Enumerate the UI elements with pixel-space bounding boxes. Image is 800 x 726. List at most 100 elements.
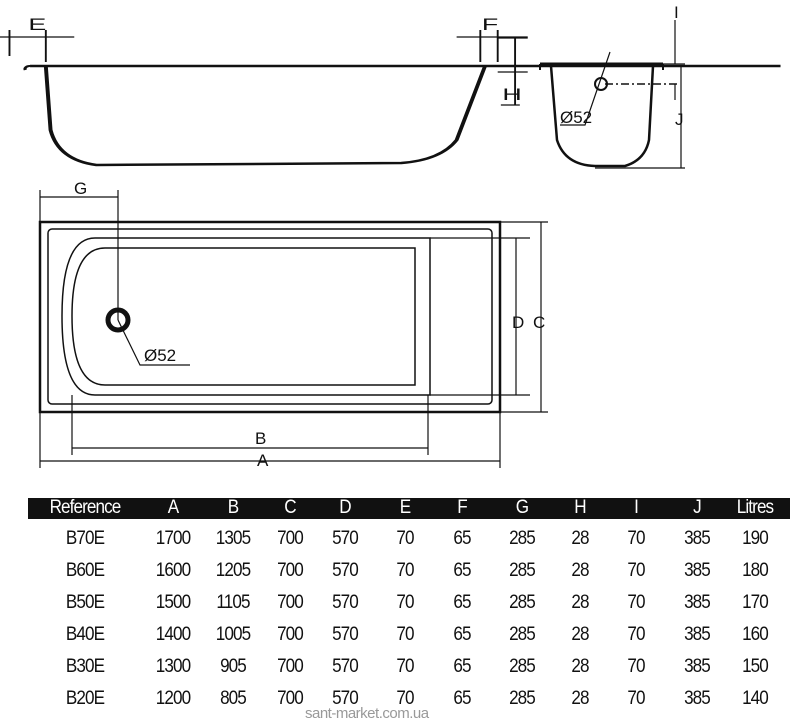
table-cell: 1400 [155,624,191,645]
watermark: sant-market.com.ua [305,705,429,722]
drain-label-side: Ø52 [560,108,592,127]
table-cell: 1105 [216,592,250,613]
column-header: A [167,497,179,518]
column-header: D [339,497,351,518]
table-cell: 570 [332,656,359,677]
table-cell: 70 [396,688,414,709]
table-cell: 70 [396,560,414,581]
table-row-reference: B40E [65,624,105,645]
column-header: Reference [49,497,122,518]
table-cell: 70 [396,624,414,645]
table-cell: 70 [627,656,645,677]
table-cell: 65 [453,528,471,549]
table-cell: 70 [396,592,414,613]
table-cell: 28 [571,688,589,709]
table-cell: 385 [684,528,711,549]
table-cell: 285 [509,560,536,581]
table-cell: 190 [742,528,769,549]
table-row-reference: B30E [65,656,105,677]
table-row-reference: B50E [65,592,105,613]
table-cell: 65 [453,656,471,677]
dim-label-b: B [255,429,266,448]
table-cell: 905 [220,656,247,677]
table-cell: 700 [277,528,304,549]
table-cell: 385 [684,624,711,645]
table-cell: 700 [277,592,304,613]
column-header: G [515,497,529,518]
table-cell: 1600 [155,560,191,581]
table-row-reference: B20E [65,688,105,709]
table-cell: 805 [220,688,247,709]
table-cell: 150 [742,656,769,677]
column-header: Litres [736,497,774,518]
table-cell: 1305 [215,528,251,549]
dim-label-c: C [533,313,545,332]
dim-label-e: E [28,15,46,34]
side-view: E F H [0,15,781,167]
table-cell: 570 [332,528,359,549]
table-cell: 570 [332,560,359,581]
table-cell: 70 [627,624,645,645]
table-cell: 700 [277,624,304,645]
table-cell: 140 [742,688,769,709]
table-cell: 28 [571,592,589,613]
table-cell: 170 [742,592,769,613]
table-cell: 65 [453,688,471,709]
table-row-reference: B60E [65,560,105,581]
table-cell: 1005 [215,624,251,645]
table-cell: 28 [571,624,589,645]
table-cell: 1700 [155,528,191,549]
column-header: C [284,497,296,518]
table-cell: 570 [332,624,359,645]
table-cell: 1300 [155,656,191,677]
drain-label-top: Ø52 [144,346,176,365]
table-cell: 385 [684,688,711,709]
table-cell: 285 [509,656,536,677]
table-cell: 1200 [155,688,191,709]
column-header: J [693,497,702,518]
table-cell: 70 [627,688,645,709]
dim-label-g: G [74,179,87,198]
column-header: I [634,497,639,518]
table-cell: 28 [571,656,589,677]
table-cell: 570 [332,592,359,613]
dim-label-h: H [502,85,521,104]
table-cell: 65 [453,624,471,645]
table-cell: 28 [571,528,589,549]
table-cell: 385 [684,560,711,581]
table-cell: 70 [627,560,645,581]
dim-label-j: J [675,110,684,129]
table-cell: 700 [277,560,304,581]
table-cell: 70 [627,528,645,549]
column-header: H [574,497,586,518]
table-row-reference: B70E [65,528,105,549]
table-cell: 285 [509,688,536,709]
table-cell: 385 [684,656,711,677]
table-cell: 1500 [155,592,191,613]
top-view: Ø52 G D C B A [38,179,548,470]
column-header: E [399,497,411,518]
table-cell: 285 [509,592,536,613]
column-header: B [227,497,239,518]
table-cell: 70 [396,528,414,549]
dim-label-d: D [512,313,524,332]
dim-label-f: F [482,15,498,34]
bathtub-drawing: E F H Ø52 I J Ø52 G D C B A [0,3,781,470]
table-header-bar [28,498,790,519]
table-cell: 65 [453,592,471,613]
table-cell: 385 [684,592,711,613]
table-cell: 70 [396,656,414,677]
table-cell: 160 [742,624,769,645]
table-cell: 1205 [215,560,251,581]
table-cell: 700 [277,656,304,677]
dim-label-a: A [257,451,269,470]
dim-label-i: I [674,3,679,22]
table-cell: 180 [742,560,769,581]
table-cell: 700 [277,688,304,709]
table-cell: 70 [627,592,645,613]
table-cell: 285 [509,624,536,645]
table-cell: 570 [332,688,359,709]
end-view: Ø52 I J [539,3,685,169]
column-header: F [457,497,467,518]
table-cell: 65 [453,560,471,581]
